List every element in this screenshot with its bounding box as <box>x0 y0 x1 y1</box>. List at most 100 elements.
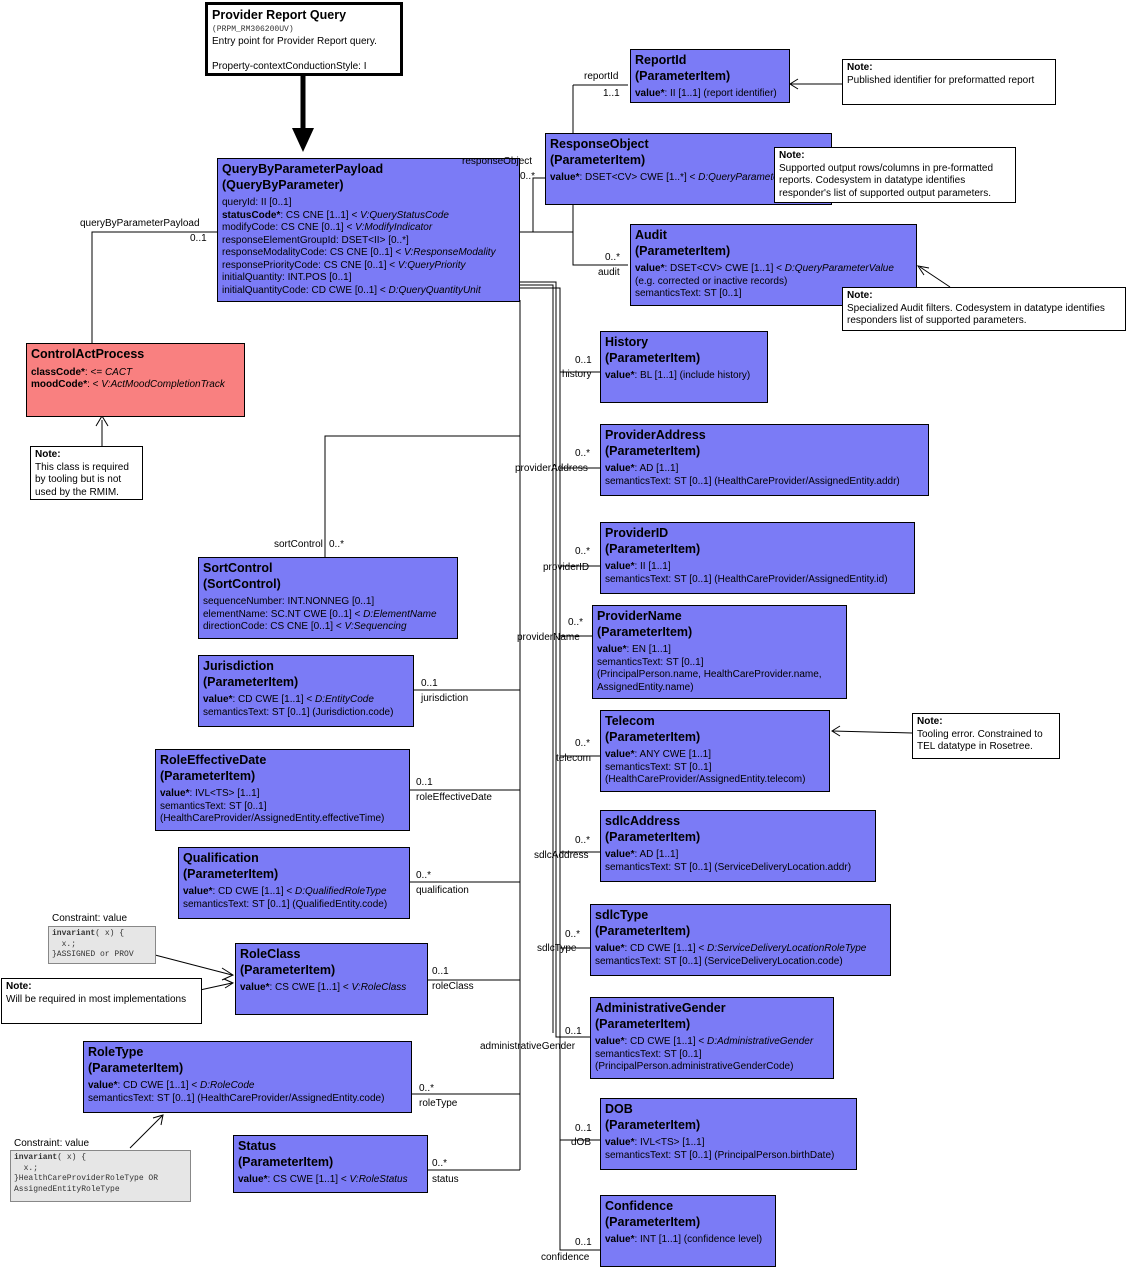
mult-response-object: 0..* <box>520 171 536 182</box>
audit-class[interactable]: Audit(ParameterItem)value*: DSET<CV> CWE… <box>630 224 917 306</box>
provider-id-class[interactable]: ProviderID(ParameterItem)value*: II [1..… <box>600 522 915 594</box>
attribute-row: directionCode: CS CNE [0..1] < V:Sequenc… <box>203 621 407 632</box>
entry-point-box[interactable]: Provider Report Query (PRPM_RM306200UV) … <box>205 2 403 76</box>
role-provider-id: providerID <box>543 562 590 573</box>
confidence-class[interactable]: Confidence(ParameterItem)value*: INT [1.… <box>600 1195 776 1267</box>
note-telecom: Note:Tooling error. Constrained to TEL d… <box>912 713 1060 759</box>
attribute-row: value*: CS CWE [1..1] < V:RoleStatus <box>238 1174 408 1185</box>
role-response-object: responseObject <box>462 156 533 167</box>
role-report-id: reportId <box>584 71 619 82</box>
mult-role-class: 0..1 <box>432 966 449 977</box>
class-title: ProviderAddress <box>605 428 706 442</box>
dob-class[interactable]: DOB(ParameterItem)value*: IVL<TS> [1..1]… <box>600 1098 857 1170</box>
role-telecom: telecom <box>556 753 592 764</box>
attribute-row: modifyCode: CS CNE [0..1] < V:ModifyIndi… <box>222 222 433 233</box>
attribute-row: semanticsText: ST [0..1] (HealthCareProv… <box>88 1092 385 1104</box>
attribute-row: value*: CD CWE [1..1] < D:EntityCode <box>203 694 374 705</box>
class-subtitle: (ParameterItem) <box>595 923 691 938</box>
attribute-row: (HealthCareProvider/AssignedEntity.effec… <box>160 813 385 824</box>
mult-jurisdiction: 0..1 <box>421 678 438 689</box>
class-attributes: value*: AD [1..1]semanticsText: ST [0..1… <box>605 463 924 488</box>
role-dob: dOB <box>571 1137 592 1148</box>
mult-status: 0..* <box>432 1158 448 1169</box>
sdlc-type-class[interactable]: sdlcType(ParameterItem)value*: CD CWE [1… <box>590 904 891 976</box>
attribute-row: classCode*: <= CACT <box>31 366 133 378</box>
attribute-row: semanticsText: ST [0..1] <box>595 1048 702 1060</box>
note-report-id: Note:Published identifier for preformatt… <box>842 59 1056 105</box>
class-title: ProviderName <box>597 609 682 623</box>
administrative-gender-class[interactable]: AdministrativeGender(ParameterItem)value… <box>590 997 834 1079</box>
attribute-row: value*: CD CWE [1..1] < D:RoleCode <box>88 1080 255 1091</box>
constraint-line: AssignedEntityRoleType <box>14 1184 120 1194</box>
role-class-class[interactable]: RoleClass(ParameterItem)value*: CS CWE [… <box>235 943 428 1015</box>
role-role-type: roleType <box>419 1098 458 1109</box>
constraint-line: x.; <box>14 1163 39 1173</box>
provider-name-class[interactable]: ProviderName(ParameterItem)value*: EN [1… <box>592 605 847 699</box>
class-attributes: value*: IVL<TS> [1..1]semanticsText: ST … <box>605 1137 852 1162</box>
role-sdlc-type: sdlcType <box>537 943 577 954</box>
class-subtitle: (QueryByParameter) <box>222 177 344 192</box>
jurisdiction-class[interactable]: Jurisdiction(ParameterItem)value*: CD CW… <box>198 655 414 727</box>
entry-title: Provider Report Query <box>212 8 347 22</box>
attribute-row: value*: IVL<TS> [1..1] <box>160 788 260 799</box>
attribute-row: value*: INT [1..1] (confidence level) <box>605 1234 763 1245</box>
provider-address-class[interactable]: ProviderAddress(ParameterItem)value*: AD… <box>600 424 929 496</box>
role-provider-address: providerAddress <box>515 463 588 474</box>
entry-style: Property-contextConductionStyle: I <box>212 60 367 72</box>
class-attributes: value*: DSET<CV> CWE [1..*] < D:QueryPar… <box>550 172 827 185</box>
attribute-row: queryId: II [0..1] <box>222 197 292 208</box>
constraint-line: x.; <box>52 939 77 949</box>
constraint-role-type: invariant( x) { x.;}HealthCareProviderRo… <box>10 1150 191 1202</box>
class-title: ResponseObject <box>550 137 649 151</box>
entry-id: (PRPM_RM306200UV) <box>212 24 294 34</box>
role-query-by-parameter-payload: queryByParameterPayload <box>80 218 200 229</box>
note-role-class: Note:Will be required in most implementa… <box>1 978 202 1024</box>
note-response-object: Note:Supported output rows/columns in pr… <box>774 147 1016 203</box>
attribute-row: responseElementGroupId: DSET<II> [0..*] <box>222 234 409 246</box>
class-subtitle: (SortControl) <box>203 576 281 591</box>
qualification-class[interactable]: Qualification(ParameterItem)value*: CD C… <box>178 847 410 919</box>
attribute-row: value*: CD CWE [1..1] < D:Administrative… <box>595 1036 814 1047</box>
mult-qualification: 0..* <box>416 870 432 881</box>
attribute-row: (PrincipalPerson.name, HealthCareProvide… <box>597 669 822 680</box>
constraint-line: invariant( x) { <box>52 929 125 938</box>
history-class[interactable]: History(ParameterItem)value*: BL [1..1] … <box>600 331 768 403</box>
entry-desc: Entry point for Provider Report query. <box>212 36 377 47</box>
class-subtitle: (ParameterItem) <box>605 541 701 556</box>
role-type-class[interactable]: RoleType(ParameterItem)value*: CD CWE [1… <box>83 1041 412 1113</box>
sort-control-class[interactable]: SortControl(SortControl)sequenceNumber: … <box>198 557 458 639</box>
class-subtitle: (ParameterItem) <box>88 1060 184 1075</box>
attribute-row: value*: IVL<TS> [1..1] <box>605 1137 705 1148</box>
attribute-row: responseModalityCode: CS CNE [0..1] < V:… <box>222 247 496 258</box>
class-subtitle: (ParameterItem) <box>238 1154 334 1169</box>
attribute-row: semanticsText: ST [0..1] <box>605 761 712 773</box>
attribute-row: semanticsText: ST [0..1] <box>160 800 267 812</box>
class-attributes: value*: INT [1..1] (confidence level) <box>605 1234 771 1247</box>
role-sort-control: sortControl <box>274 539 323 550</box>
attribute-row: value*: II [1..1] <box>605 561 671 572</box>
class-attributes: sequenceNumber: INT.NONNEG [0..1]element… <box>203 596 453 634</box>
query-by-parameter-payload-class[interactable]: QueryByParameterPayload (QueryByParamete… <box>217 158 520 302</box>
class-title: QueryByParameterPayload <box>222 162 384 176</box>
class-attributes: queryId: II [0..1]statusCode*: CS CNE [1… <box>222 197 515 297</box>
telecom-class[interactable]: Telecom(ParameterItem)value*: ANY CWE [1… <box>600 710 830 792</box>
constraint-line: }HealthCareProviderRoleType OR <box>14 1174 159 1183</box>
class-attributes: value*: II [1..1] (report identifier) <box>635 88 785 101</box>
role-effective-date-class[interactable]: RoleEffectiveDate(ParameterItem)value*: … <box>155 749 410 831</box>
mult-provider-address: 0..* <box>575 448 591 459</box>
mult-role-effective-date: 0..1 <box>416 777 433 788</box>
report-id-class[interactable]: ReportId(ParameterItem)value*: II [1..1]… <box>630 49 790 103</box>
class-title: Confidence <box>605 1199 674 1213</box>
attribute-row: elementName: SC.NT CWE [0..1] < D:Elemen… <box>203 608 437 620</box>
attribute-row: (e.g. corrected or inactive records) <box>635 275 788 287</box>
attribute-row: (PrincipalPerson.administrativeGenderCod… <box>595 1061 794 1072</box>
class-subtitle: (ParameterItem) <box>605 729 701 744</box>
sdlc-address-class[interactable]: sdlcAddress(ParameterItem)value*: AD [1.… <box>600 810 876 882</box>
status-class[interactable]: Status(ParameterItem)value*: CS CWE [1..… <box>233 1135 428 1193</box>
class-subtitle: (ParameterItem) <box>550 152 646 167</box>
constraint-line: }ASSIGNED or PROV <box>52 950 134 959</box>
